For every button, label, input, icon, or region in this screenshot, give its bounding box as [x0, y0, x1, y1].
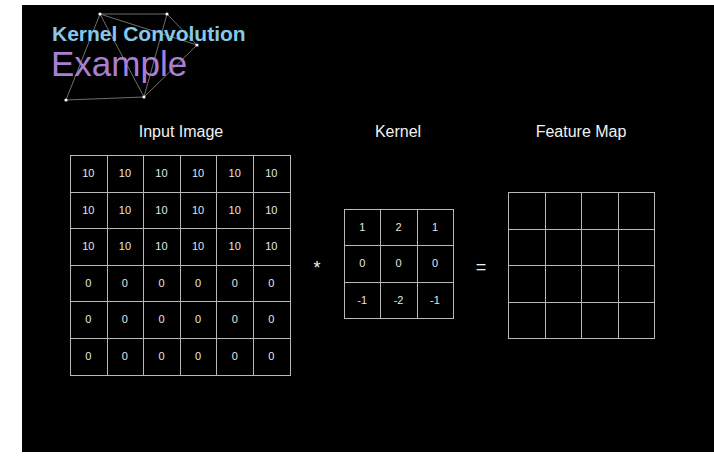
matrix-value: 10 — [180, 192, 217, 229]
panel-heading: Kernel — [308, 123, 488, 141]
matrix-value: 10 — [107, 155, 144, 192]
matrix-value: 0 — [143, 338, 180, 375]
grid-cell — [581, 265, 619, 303]
operator-symbol: = — [466, 253, 496, 281]
matrix-value: 0 — [107, 338, 144, 375]
matrix-value: 10 — [180, 228, 217, 265]
grid-cell — [581, 229, 619, 267]
panel-heading: Input Image — [91, 123, 271, 141]
grid-cell — [618, 229, 656, 267]
matrix-value: 0 — [70, 338, 107, 375]
matrix-value: 10 — [180, 155, 217, 192]
matrix-value: 0 — [143, 301, 180, 338]
matrix-value: 0 — [107, 301, 144, 338]
grid-cell — [545, 192, 583, 230]
matrix-value: 10 — [143, 228, 180, 265]
matrix-value: 10 — [70, 155, 107, 192]
title-text: Kernel Convolution — [52, 22, 246, 46]
matrix-value: 0 — [417, 245, 453, 281]
matrix-value: 10 — [143, 155, 180, 192]
matrix-value: 10 — [253, 155, 290, 192]
matrix-value: -1 — [344, 282, 380, 318]
grid-cell — [581, 192, 619, 230]
matrix-value: -2 — [380, 282, 416, 318]
matrix-value: 10 — [107, 228, 144, 265]
matrix-value: 10 — [216, 192, 253, 229]
grid-cell — [581, 302, 619, 340]
grid-cell — [618, 192, 656, 230]
matrix-value: 2 — [380, 209, 416, 245]
matrix-value: 0 — [107, 265, 144, 302]
matrix-value: 0 — [253, 338, 290, 375]
matrix-value: 0 — [344, 245, 380, 281]
matrix-value: 10 — [143, 192, 180, 229]
panel-heading: Feature Map — [491, 123, 671, 141]
matrix-value: 0 — [216, 265, 253, 302]
grid-cell — [508, 265, 546, 303]
matrix-value: 0 — [253, 265, 290, 302]
grid-cell — [618, 265, 656, 303]
matrix-value: 0 — [70, 301, 107, 338]
matrix-value: 10 — [70, 192, 107, 229]
grid-cell — [508, 192, 546, 230]
matrix-value: 0 — [180, 265, 217, 302]
grid-cell — [508, 302, 546, 340]
matrix-value: 0 — [216, 301, 253, 338]
matrix-value: 10 — [70, 228, 107, 265]
matrix-value: 0 — [180, 338, 217, 375]
matrix-value: 0 — [180, 301, 217, 338]
matrix-value: 0 — [253, 301, 290, 338]
matrix-value: 10 — [107, 192, 144, 229]
matrix-value: 1 — [417, 209, 453, 245]
matrix-value: 1 — [344, 209, 380, 245]
grid-cell — [545, 265, 583, 303]
matrix-value: 10 — [253, 192, 290, 229]
matrix-value: 10 — [253, 228, 290, 265]
matrix-value: 0 — [216, 338, 253, 375]
subtitle-text: Example — [51, 44, 187, 84]
matrix-value: 10 — [216, 228, 253, 265]
matrix-value: 0 — [70, 265, 107, 302]
grid-cell — [545, 302, 583, 340]
operator-symbol: * — [302, 254, 332, 282]
grid-cell — [618, 302, 656, 340]
matrix-value: -1 — [417, 282, 453, 318]
matrix-value: 0 — [143, 265, 180, 302]
matrix-value: 0 — [380, 245, 416, 281]
grid-cell — [545, 229, 583, 267]
grid-cell — [508, 229, 546, 267]
matrix-value: 10 — [216, 155, 253, 192]
